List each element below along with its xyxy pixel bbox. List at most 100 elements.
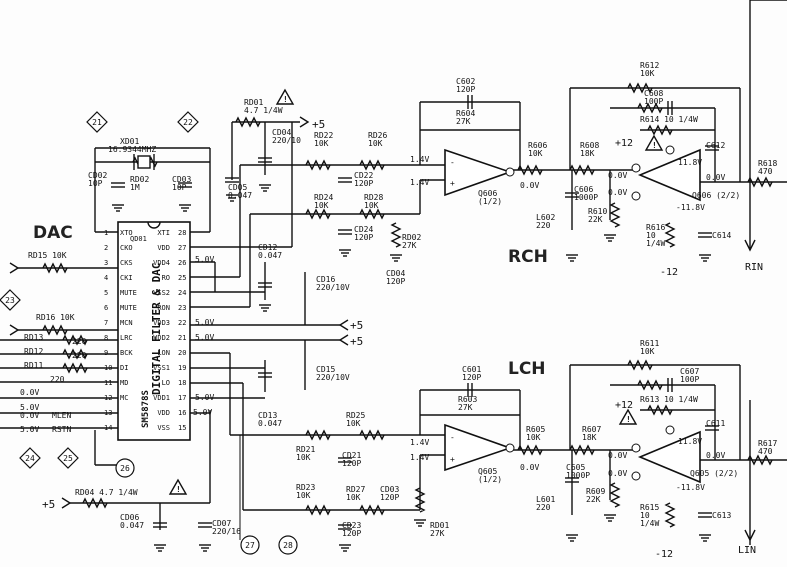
resistor [664, 222, 676, 248]
label-rin: RIN [745, 262, 763, 273]
ic-pin-number: 17 [178, 394, 186, 402]
resistor [647, 124, 673, 136]
voltage-label: 0.0V [706, 451, 725, 460]
ic-pin-number: 6 [104, 304, 108, 312]
ic-pin-number: 7 [104, 319, 108, 327]
ic-pin-number: 28 [178, 229, 186, 237]
ic-pin-number: 9 [104, 349, 108, 357]
resistor [517, 444, 543, 456]
resistor [517, 164, 543, 176]
warning-triangle-icon: ! [644, 134, 664, 151]
opamps: -+ -+ [444, 145, 701, 484]
voltage-label: 5.0V [195, 333, 214, 342]
ic-pin-number: 3 [104, 259, 108, 267]
resistor [42, 324, 68, 336]
voltage-label: 1.4V [410, 438, 429, 447]
marker-diamond [19, 447, 41, 469]
ic-pin-number: 26 [178, 259, 186, 267]
resistor [62, 334, 88, 346]
ic-pin-name: XTO [120, 229, 133, 237]
label-plus12: +12 [615, 400, 633, 411]
resistor [82, 497, 108, 509]
ic-pin-name: VDD3 [153, 319, 170, 327]
ic-pin-name: DI [120, 364, 128, 372]
signal-rstn: RSTN [52, 425, 71, 434]
ic-pin-number: 22 [178, 319, 186, 327]
voltage-label: -11.8V [676, 483, 705, 492]
ic-ref: QD01 [130, 235, 147, 243]
component-label-r220b: 220 [72, 351, 87, 360]
label-rch: RCH [508, 247, 548, 267]
voltage-label: 5.0V [195, 393, 214, 402]
marker-label: 27 [245, 541, 255, 550]
resistor [569, 444, 595, 456]
resistor [305, 429, 331, 441]
component-label-rd13: RD13 [24, 333, 43, 342]
ic-pin-number: 27 [178, 244, 186, 252]
resistor [62, 362, 88, 374]
svg-text:!: ! [283, 95, 288, 104]
ic-pin-number: 20 [178, 349, 186, 357]
label-plus5: +5 [312, 118, 325, 131]
label-lch: LCH [508, 359, 546, 379]
grounds [112, 184, 711, 552]
resistor [627, 359, 653, 371]
component-label-r220a: 220 [72, 337, 87, 346]
resistor [569, 164, 595, 176]
voltage-label: 5.0V [195, 255, 214, 264]
ic-pin-number: 24 [178, 289, 186, 297]
ic-pin-number: 25 [178, 274, 186, 282]
resistor [235, 116, 261, 128]
voltage-label: 0.0V [20, 411, 39, 420]
label-dac: DAC [33, 223, 73, 243]
ic-pin-number: 18 [178, 379, 186, 387]
ic-pin-number: 4 [104, 274, 108, 282]
label-lin: LIN [738, 545, 756, 556]
ic-pin-name: MUTE [120, 304, 137, 312]
component-label-q605b: Q605 (2/2) [690, 469, 738, 478]
resistor [637, 379, 663, 391]
resistor [359, 159, 385, 171]
svg-text:+: + [450, 179, 455, 188]
resistor [647, 404, 673, 416]
ic-pin-name: VSS1 [153, 364, 170, 372]
ic-pin-name: MUTE [120, 289, 137, 297]
ic-pin-number: 10 [104, 364, 112, 372]
voltage-label: 0.0V [20, 388, 39, 397]
wires [0, 0, 787, 545]
voltage-label: 0.0V [706, 173, 725, 182]
component-label-r220c: 220 [50, 375, 65, 384]
ic-title: DIGITAL FILTER & DAC [150, 263, 163, 395]
ic-pin-name: CKI [120, 274, 133, 282]
voltage-label: 5.0V [20, 425, 39, 434]
ic-pin-name: XTI [157, 229, 170, 237]
resistor [609, 482, 621, 508]
component-label-q606b: Q606 (2/2) [692, 191, 740, 200]
ic-pin-name: VDD [157, 409, 170, 417]
